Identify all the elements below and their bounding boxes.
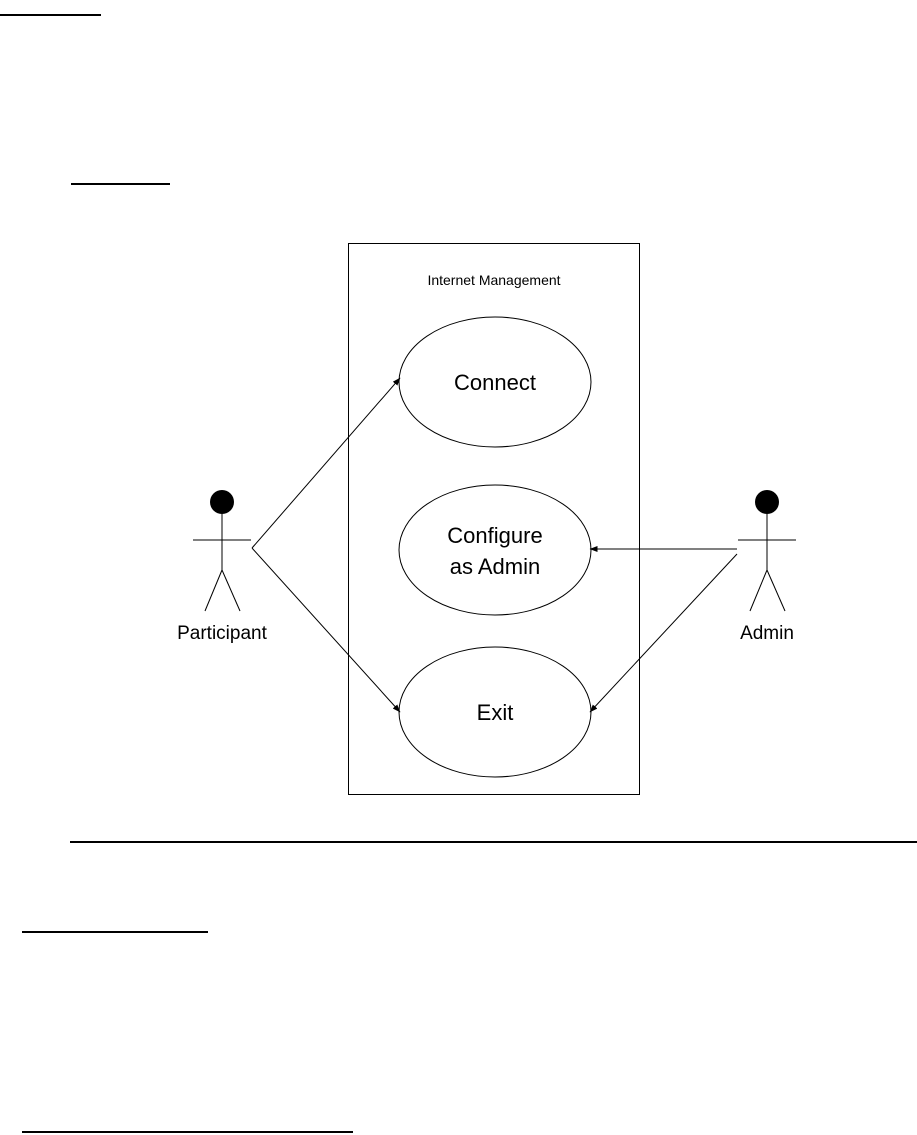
- heading-underline-4: [22, 1131, 353, 1133]
- heading-underline-2: [71, 183, 170, 185]
- participant-label: Participant: [177, 623, 267, 644]
- system-boundary: [348, 243, 640, 795]
- heading-underline-1: [0, 14, 101, 16]
- use-case-configure: [398, 484, 592, 616]
- participant-exit-arrow: [251, 547, 401, 713]
- heading-underline-3: [22, 931, 208, 933]
- use-case-exit-label: Exit: [477, 700, 514, 725]
- use-case-connect-label: Connect: [454, 370, 536, 395]
- participant-left-leg: [204, 569, 223, 612]
- section-divider: [70, 841, 917, 843]
- admin-right-leg: [766, 569, 786, 612]
- participant-head: [210, 490, 234, 514]
- admin-actor: [738, 490, 796, 612]
- admin-head: [755, 490, 779, 514]
- use-case-configure-label-line2: as Admin: [450, 554, 541, 579]
- admin-label: Admin: [740, 623, 794, 644]
- system-title: Internet Management: [427, 272, 560, 288]
- admin-left-leg: [749, 569, 768, 612]
- use-case-configure-label-line1: Configure: [447, 523, 542, 548]
- participant-actor: [193, 490, 251, 612]
- admin-exit-arrow: [589, 553, 738, 713]
- participant-connect-arrow: [251, 377, 401, 549]
- participant-right-leg: [221, 569, 241, 612]
